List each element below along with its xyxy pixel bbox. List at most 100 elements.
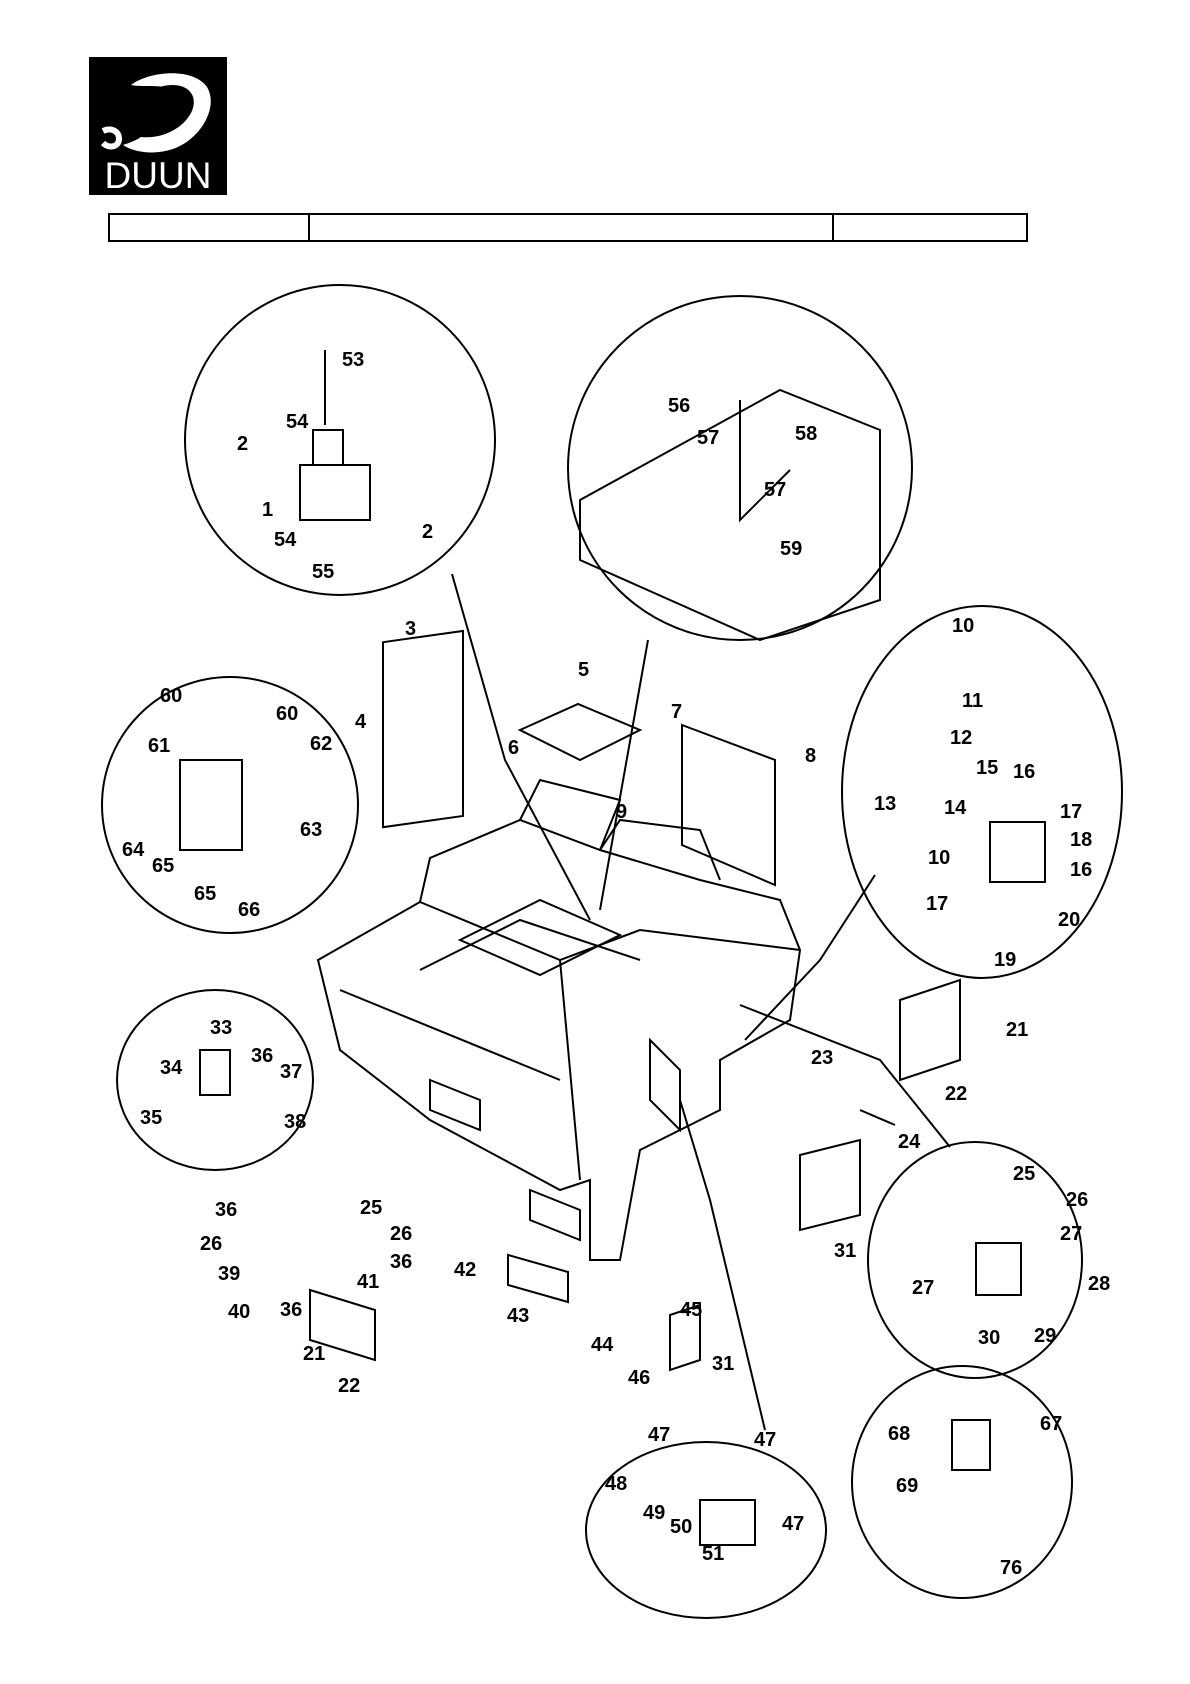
callout-31: 31 [712,1353,734,1375]
callout-2: 2 [422,521,433,543]
valve-block-51 [700,1500,755,1545]
callout-23: 23 [811,1047,833,1069]
detail-circle-valve-left [102,677,358,933]
pin-24 [860,1110,895,1125]
callout-5: 5 [578,659,589,681]
callout-49: 49 [643,1502,665,1524]
callout-69: 69 [896,1475,918,1497]
callout-66: 66 [238,899,260,921]
callout-42: 42 [454,1259,476,1281]
leader-mid-right [740,1005,950,1147]
callout-22: 22 [338,1375,360,1397]
callout-18: 18 [1070,829,1092,851]
callout-25: 25 [360,1197,382,1219]
callout-43: 43 [507,1305,529,1327]
leader-valve-top [452,574,590,920]
callout-60: 60 [276,703,298,725]
callout-50: 50 [670,1516,692,1538]
callout-25: 25 [1013,1163,1035,1185]
valve-block-33 [200,1050,230,1095]
leader-bottom [680,1100,765,1430]
callout-36: 36 [215,1199,237,1221]
callout-28: 28 [1088,1273,1110,1295]
callout-15: 15 [976,757,998,779]
callout-57: 57 [764,479,786,501]
callout-19: 19 [994,949,1016,971]
panel-6 [520,704,640,760]
callout-45: 45 [680,1299,702,1321]
callout-17: 17 [1060,801,1082,823]
callout-26: 26 [390,1223,412,1245]
callout-13: 13 [874,793,896,815]
callout-46: 46 [628,1367,650,1389]
detail-circle-valve-top [185,285,495,595]
callout-27: 27 [912,1277,934,1299]
callout-20: 20 [1058,909,1080,931]
callout-12: 12 [950,727,972,749]
callout-53: 53 [342,349,364,371]
callout-6: 6 [508,737,519,759]
callout-59: 59 [780,538,802,560]
callout-62: 62 [310,733,332,755]
callout-4: 4 [355,711,367,733]
solenoid-68 [952,1420,990,1470]
callout-labels: 53 54 2 1 54 55 2 56 57 58 57 59 3 4 60 … [122,349,1110,1579]
callout-35: 35 [140,1107,162,1129]
callout-65: 65 [194,883,216,905]
valve-block-18 [990,822,1045,882]
callout-40: 40 [228,1301,250,1323]
callout-55: 55 [312,561,334,583]
callout-36: 36 [280,1299,302,1321]
callout-64: 64 [122,839,145,861]
callout-24: 24 [898,1131,921,1153]
callout-36: 36 [390,1251,412,1273]
callout-29: 29 [1034,1325,1056,1347]
callout-54: 54 [274,529,297,551]
callout-57: 57 [697,427,719,449]
callout-47: 47 [754,1429,776,1451]
callout-60: 60 [160,685,182,707]
callout-8: 8 [805,745,816,767]
callout-27: 27 [1060,1223,1082,1245]
main-frame-outline [318,820,800,1260]
callout-17: 17 [926,893,948,915]
valve-block-1 [300,465,370,520]
detail-circle-solenoid [852,1366,1072,1598]
callout-67: 67 [1040,1413,1062,1435]
callout-7: 7 [671,701,682,723]
callout-34: 34 [160,1057,183,1079]
callout-26: 26 [200,1233,222,1255]
callout-38: 38 [284,1111,306,1133]
callout-56: 56 [668,395,690,417]
callout-1: 1 [262,499,273,521]
callout-33: 33 [210,1017,232,1039]
valve-block-30 [976,1243,1021,1295]
callout-61: 61 [148,735,170,757]
bracket-31-right [800,1140,860,1230]
cover-21-right [900,980,960,1080]
callout-31: 31 [834,1240,856,1262]
callout-47: 47 [782,1513,804,1535]
callout-48: 48 [605,1473,627,1495]
callout-10: 10 [952,615,974,637]
callout-37: 37 [280,1061,302,1083]
callout-21: 21 [303,1343,325,1365]
callout-10: 10 [928,847,950,869]
callout-30: 30 [978,1327,1000,1349]
leader-frame [600,640,648,910]
callout-39: 39 [218,1263,240,1285]
panel-7 [682,725,775,885]
callout-76: 76 [1000,1557,1022,1579]
callout-36: 36 [251,1045,273,1067]
callout-16: 16 [1013,761,1035,783]
callout-3: 3 [405,618,416,640]
callout-41: 41 [357,1271,379,1293]
callout-22: 22 [945,1083,967,1105]
callout-63: 63 [300,819,322,841]
callout-9: 9 [616,801,627,823]
callout-51: 51 [702,1543,724,1565]
callout-26: 26 [1066,1189,1088,1211]
callout-44: 44 [591,1334,614,1356]
plate-43 [508,1255,568,1302]
